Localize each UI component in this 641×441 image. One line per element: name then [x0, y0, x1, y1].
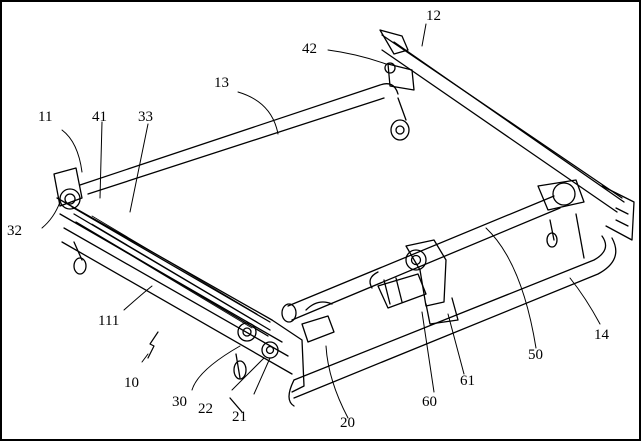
small-motor [301, 301, 335, 343]
front-left-foot [229, 353, 247, 413]
rear-right-foot [390, 97, 410, 141]
rear-frame-tube [79, 83, 399, 195]
label-61: 61 [460, 373, 475, 389]
label-41: 41 [92, 109, 107, 125]
label-14: 14 [594, 327, 609, 343]
label-60: 60 [422, 394, 437, 410]
leader-lines [41, 23, 601, 419]
right-foot [546, 213, 585, 259]
label-10: 10 [124, 375, 139, 391]
bearing-housing [405, 239, 459, 325]
label-13: 13 [214, 75, 229, 91]
front-frame-tube [288, 235, 617, 407]
left-side-beam [53, 167, 305, 393]
label-22: 22 [198, 401, 213, 417]
drive-motor [369, 271, 427, 309]
label-50: 50 [528, 347, 543, 363]
label-21: 21 [232, 409, 247, 425]
label-111: 111 [98, 313, 120, 329]
label-33: 33 [138, 109, 153, 125]
label-11: 11 [38, 109, 53, 125]
label-20: 20 [340, 415, 355, 431]
belt-rack [91, 215, 258, 329]
label-12: 12 [426, 8, 441, 24]
right-side-rail [379, 29, 635, 241]
rear-left-foot [73, 241, 87, 275]
label-32: 32 [7, 223, 22, 239]
rear-bracket [384, 62, 415, 91]
label-42: 42 [302, 41, 317, 57]
cross-shaft [281, 179, 585, 323]
left-pulley [59, 188, 81, 210]
label-30: 30 [172, 394, 187, 410]
